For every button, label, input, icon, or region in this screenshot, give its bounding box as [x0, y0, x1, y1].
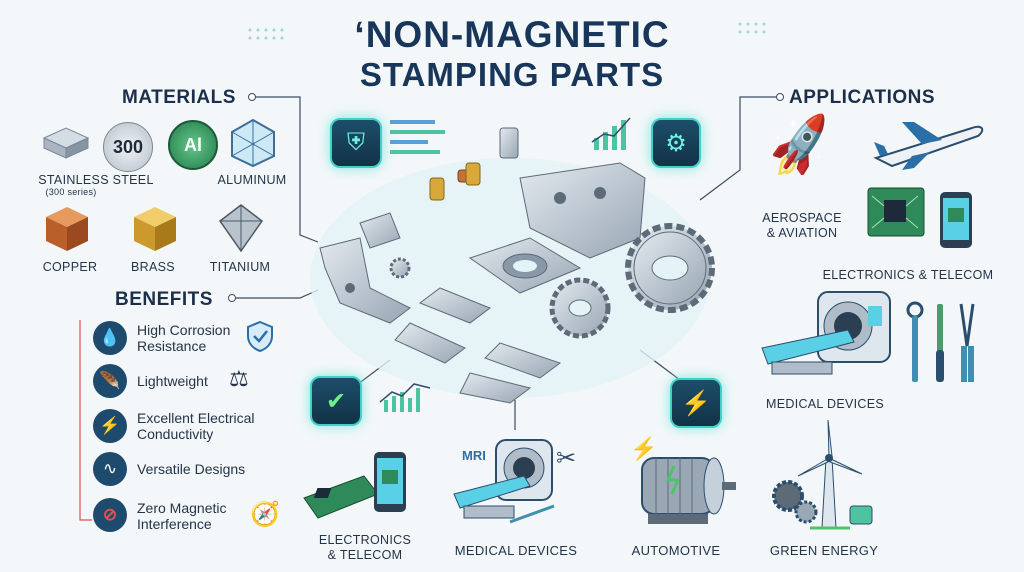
- shield-tile-icon: ⛨: [330, 118, 382, 168]
- electric-motor-icon: [641, 457, 736, 524]
- brass-label: BRASS: [131, 260, 175, 274]
- lightning-tile-icon: ⚡: [670, 378, 722, 428]
- benefits-heading: BENEFITS: [115, 289, 213, 310]
- copper-cube-icon: [46, 207, 88, 251]
- stainless-series-note: (300 series): [45, 187, 97, 197]
- aluminum-crystal-icon: [231, 118, 275, 168]
- title-line-2: STAMPING PARTS: [359, 56, 665, 93]
- compass-icon: 🧭: [250, 501, 280, 528]
- title-line-1: ‘NON-MAGNETIC: [354, 14, 670, 55]
- aerospace-label-1: AEROSPACE: [762, 211, 842, 225]
- feather-icon: 🪶: [93, 364, 127, 398]
- airplane-icon: [873, 122, 984, 170]
- aluminum-label: ALUMINUM: [217, 173, 287, 187]
- medical-devices-label-right: MEDICAL DEVICES: [766, 397, 884, 411]
- scissors-icon: ✂: [556, 445, 577, 472]
- mri-scanner-icon: [453, 439, 555, 524]
- titanium-crystal-icon: [218, 204, 264, 253]
- benefit-versatile: Versatile Designs: [137, 461, 246, 477]
- aluminum-badge: Al: [168, 120, 218, 170]
- electronics-label-bottom-1: ELECTRONICS: [318, 533, 412, 547]
- gear-tile-icon: ⚙: [651, 118, 701, 168]
- shield-check-icon: [247, 320, 273, 353]
- electronics-telecom-label: ELECTRONICS & TELECOM: [822, 268, 994, 282]
- automotive-label: AUTOMOTIVE: [631, 543, 721, 558]
- materials-heading: MATERIALS: [122, 87, 236, 108]
- applications-heading: APPLICATIONS: [789, 87, 936, 108]
- bar-lines-icon: [390, 120, 445, 154]
- shield-check-tile-icon: ✔: [310, 376, 362, 426]
- stainless-steel-label: STAINLESS STEEL: [38, 173, 154, 187]
- circuit-board-icon: [867, 187, 925, 237]
- stamping-parts-illustration: [310, 127, 715, 404]
- water-drop-icon: 💧: [93, 321, 127, 355]
- grade-300-badge: 300: [103, 122, 153, 172]
- smartphone-icon: [940, 192, 972, 248]
- medical-devices-label-bottom: MEDICAL DEVICES: [454, 543, 578, 558]
- rocket-icon: 🚀: [763, 112, 838, 182]
- growth-chart-icon: [591, 117, 631, 150]
- benefit-lightweight: Lightweight: [137, 373, 208, 389]
- medical-tools-icon: [906, 301, 975, 382]
- brass-cube-icon: [134, 207, 176, 251]
- green-energy-label: GREEN ENERGY: [769, 543, 879, 558]
- aerospace-label-2: & AVIATION: [766, 226, 838, 240]
- electronics-board-phone-icon: [303, 452, 406, 519]
- copper-label: COPPER: [42, 260, 98, 274]
- flexible-shape-icon: ∿: [93, 452, 127, 486]
- mri-text: MRI: [462, 448, 486, 463]
- trend-chart-icon: [379, 383, 431, 412]
- lightning-icon: ⚡: [93, 409, 127, 443]
- stainless-steel-icon: [42, 127, 90, 159]
- lightning-icon-small: ⚡: [630, 436, 658, 461]
- electronics-label-bottom-2: & TELECOM: [327, 548, 403, 562]
- mri-machine-icon: [761, 291, 891, 375]
- wind-turbine-icon: [772, 419, 873, 530]
- no-magnet-icon: ⊘: [93, 498, 127, 532]
- balance-scale-icon: ⚖: [229, 366, 249, 391]
- titanium-label: TITANIUM: [209, 260, 271, 274]
